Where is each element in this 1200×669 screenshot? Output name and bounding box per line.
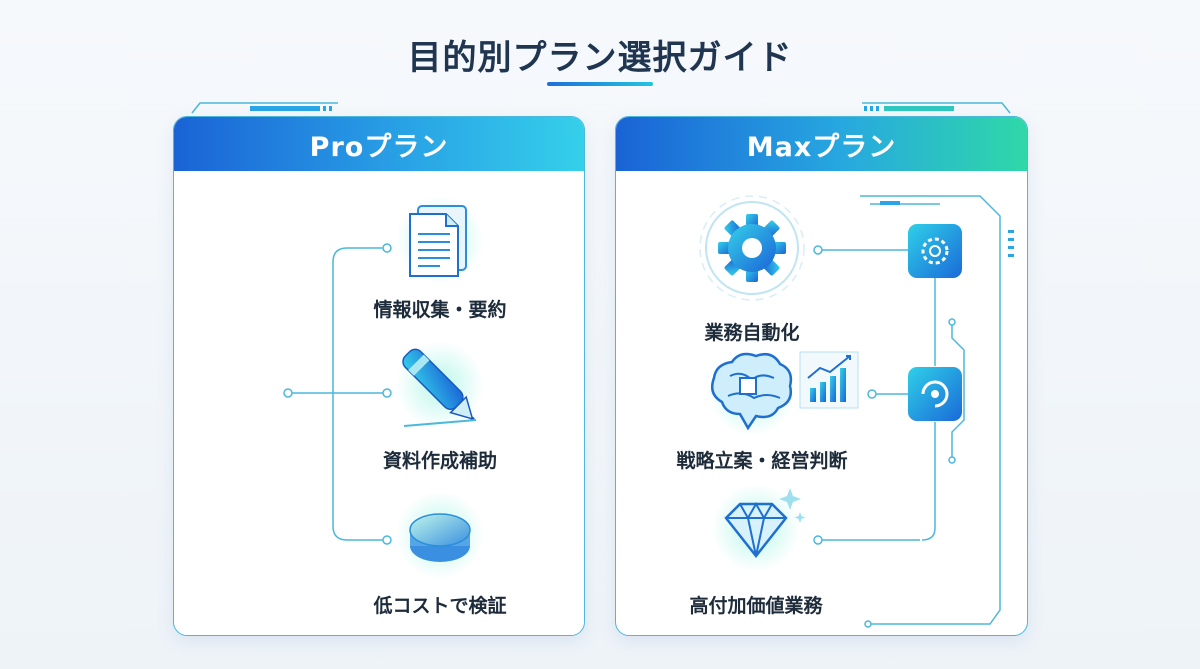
max-feature-1-label: 業務自動化 (704, 322, 800, 344)
max-feature-3-label: 高付加価値業務 (689, 595, 823, 617)
pro-feature-1-label: 情報収集・要約 (373, 299, 507, 321)
max-tile-target-icon (908, 367, 962, 421)
pro-plan-header: Proプラン (174, 117, 584, 171)
pro-connector-lines (290, 247, 385, 541)
max-corner-decoration (862, 102, 1011, 114)
max-deco-bars (880, 201, 1014, 257)
pro-feature-3-label: 低コストで検証 (373, 595, 507, 617)
pen-icon (396, 341, 484, 429)
gear-icon (699, 195, 805, 301)
pro-root-node (283, 388, 293, 398)
page-title: 目的別プラン選択ガイド (407, 38, 793, 78)
pro-plan-card: Proプラン (173, 116, 585, 636)
diamond-icon (712, 484, 806, 572)
max-feature-2-label: 戦略立案・経営判断 (676, 450, 848, 472)
max-plan-header: Maxプラン (616, 117, 1027, 171)
pro-feature-2-label: 資料作成補助 (382, 450, 498, 472)
max-connector-lines (820, 195, 1001, 625)
title-underline (547, 82, 653, 86)
coin-icon (396, 491, 484, 579)
max-node-1 (813, 245, 823, 255)
max-tile-gear-icon (908, 224, 962, 278)
pro-node-1 (382, 243, 392, 253)
max-node-2 (867, 389, 877, 399)
pro-node-2 (382, 388, 392, 398)
brain-chart-icon (708, 348, 859, 436)
document-icon (396, 196, 484, 284)
max-node-3 (813, 535, 823, 545)
pro-corner-decoration (191, 102, 338, 114)
pro-node-3 (382, 535, 392, 545)
